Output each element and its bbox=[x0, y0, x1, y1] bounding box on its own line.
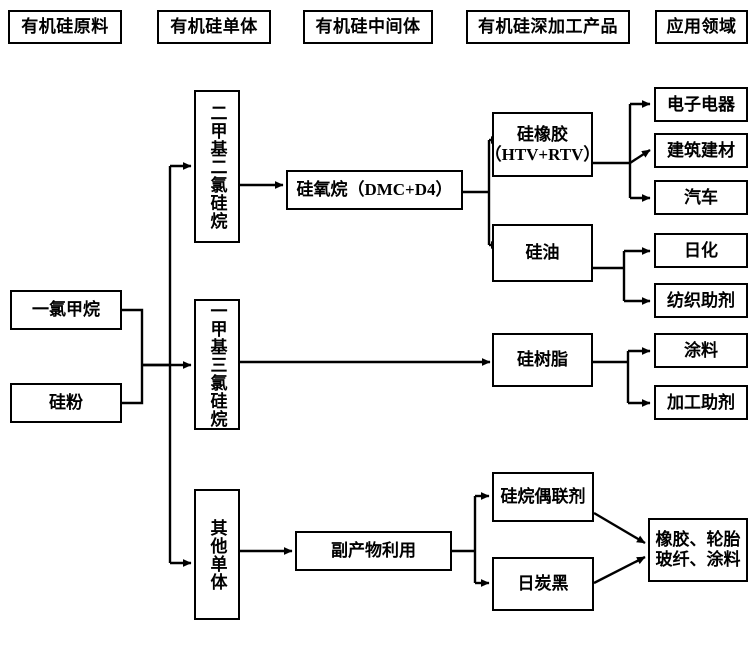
node-label: 硅油 bbox=[525, 243, 560, 263]
header-label: 有机硅中间体 bbox=[315, 17, 421, 37]
node-label: 二甲基二氯硅烷 bbox=[207, 103, 227, 230]
node-label: 建筑建材 bbox=[667, 140, 735, 160]
node-silicone-rubber[interactable]: 硅橡胶 （HTV+RTV） bbox=[485, 112, 600, 177]
node-label: 日炭黑 bbox=[517, 574, 569, 594]
node-label: 副产物利用 bbox=[331, 541, 416, 561]
header-label: 有机硅单体 bbox=[170, 17, 258, 37]
node-application-rubber-composite[interactable]: 橡胶、轮胎 玻纤、涂料 bbox=[648, 518, 748, 582]
header-label: 应用领域 bbox=[666, 17, 737, 37]
node-dimethyldichlorosilane[interactable]: 二甲基二氯硅烷 bbox=[194, 90, 240, 243]
node-silicone-oil[interactable]: 硅油 bbox=[492, 224, 593, 282]
node-siloxane[interactable]: 硅氧烷（DMC+D4） bbox=[286, 170, 463, 210]
node-label: 硅树脂 bbox=[517, 350, 568, 370]
node-application-construction[interactable]: 建筑建材 bbox=[654, 133, 748, 168]
node-application-textile-auxiliary[interactable]: 纺织助剂 bbox=[654, 283, 748, 318]
node-label-line2: 玻纤、涂料 bbox=[655, 550, 741, 569]
header-monomer: 有机硅单体 bbox=[157, 10, 271, 44]
node-application-automobile[interactable]: 汽车 bbox=[654, 180, 748, 215]
node-chloromethane[interactable]: 一氯甲烷 bbox=[10, 290, 122, 330]
header-label: 有机硅深加工产品 bbox=[478, 17, 618, 37]
node-carbon-black[interactable]: 日炭黑 bbox=[492, 557, 594, 611]
node-label-line1: 硅橡胶 bbox=[517, 124, 568, 144]
node-application-electronics[interactable]: 电子电器 bbox=[654, 87, 748, 122]
header-applications: 应用领域 bbox=[655, 10, 748, 44]
node-label-line1: 橡胶、轮胎 bbox=[655, 530, 741, 550]
node-label: 一甲基三氯硅烷 bbox=[207, 301, 227, 428]
node-silicone-resin[interactable]: 硅树脂 bbox=[492, 333, 593, 387]
node-methyltrichlorosilane[interactable]: 一甲基三氯硅烷 bbox=[194, 299, 240, 430]
node-label: 一氯甲烷 bbox=[32, 300, 100, 320]
node-label: 加工助剂 bbox=[667, 392, 735, 412]
node-application-coatings[interactable]: 涂料 bbox=[654, 333, 748, 368]
node-silane-coupling-agent[interactable]: 硅烷偶联剂 bbox=[492, 472, 594, 522]
node-label: 涂料 bbox=[684, 340, 718, 360]
header-intermediate: 有机硅中间体 bbox=[303, 10, 433, 44]
node-application-processing-aid[interactable]: 加工助剂 bbox=[654, 385, 748, 420]
node-label: 硅粉 bbox=[49, 393, 83, 413]
node-byproduct-utilization[interactable]: 副产物利用 bbox=[295, 531, 452, 571]
node-label: 其他单体 bbox=[207, 518, 227, 591]
node-label-line2: （HTV+RTV） bbox=[484, 144, 601, 164]
node-silicon-powder[interactable]: 硅粉 bbox=[10, 383, 122, 423]
header-deep-products: 有机硅深加工产品 bbox=[466, 10, 630, 44]
node-other-monomers[interactable]: 其他单体 bbox=[194, 489, 240, 620]
node-label: 汽车 bbox=[684, 187, 718, 207]
node-label: 硅烷偶联剂 bbox=[500, 487, 586, 507]
header-label: 有机硅原料 bbox=[21, 17, 109, 37]
node-label: 日化 bbox=[684, 240, 718, 260]
node-application-daily-chemical[interactable]: 日化 bbox=[654, 233, 748, 268]
header-raw-materials: 有机硅原料 bbox=[8, 10, 122, 44]
node-label: 纺织助剂 bbox=[667, 290, 735, 310]
node-label: 硅氧烷（DMC+D4） bbox=[296, 180, 453, 200]
node-label: 电子电器 bbox=[667, 94, 735, 114]
